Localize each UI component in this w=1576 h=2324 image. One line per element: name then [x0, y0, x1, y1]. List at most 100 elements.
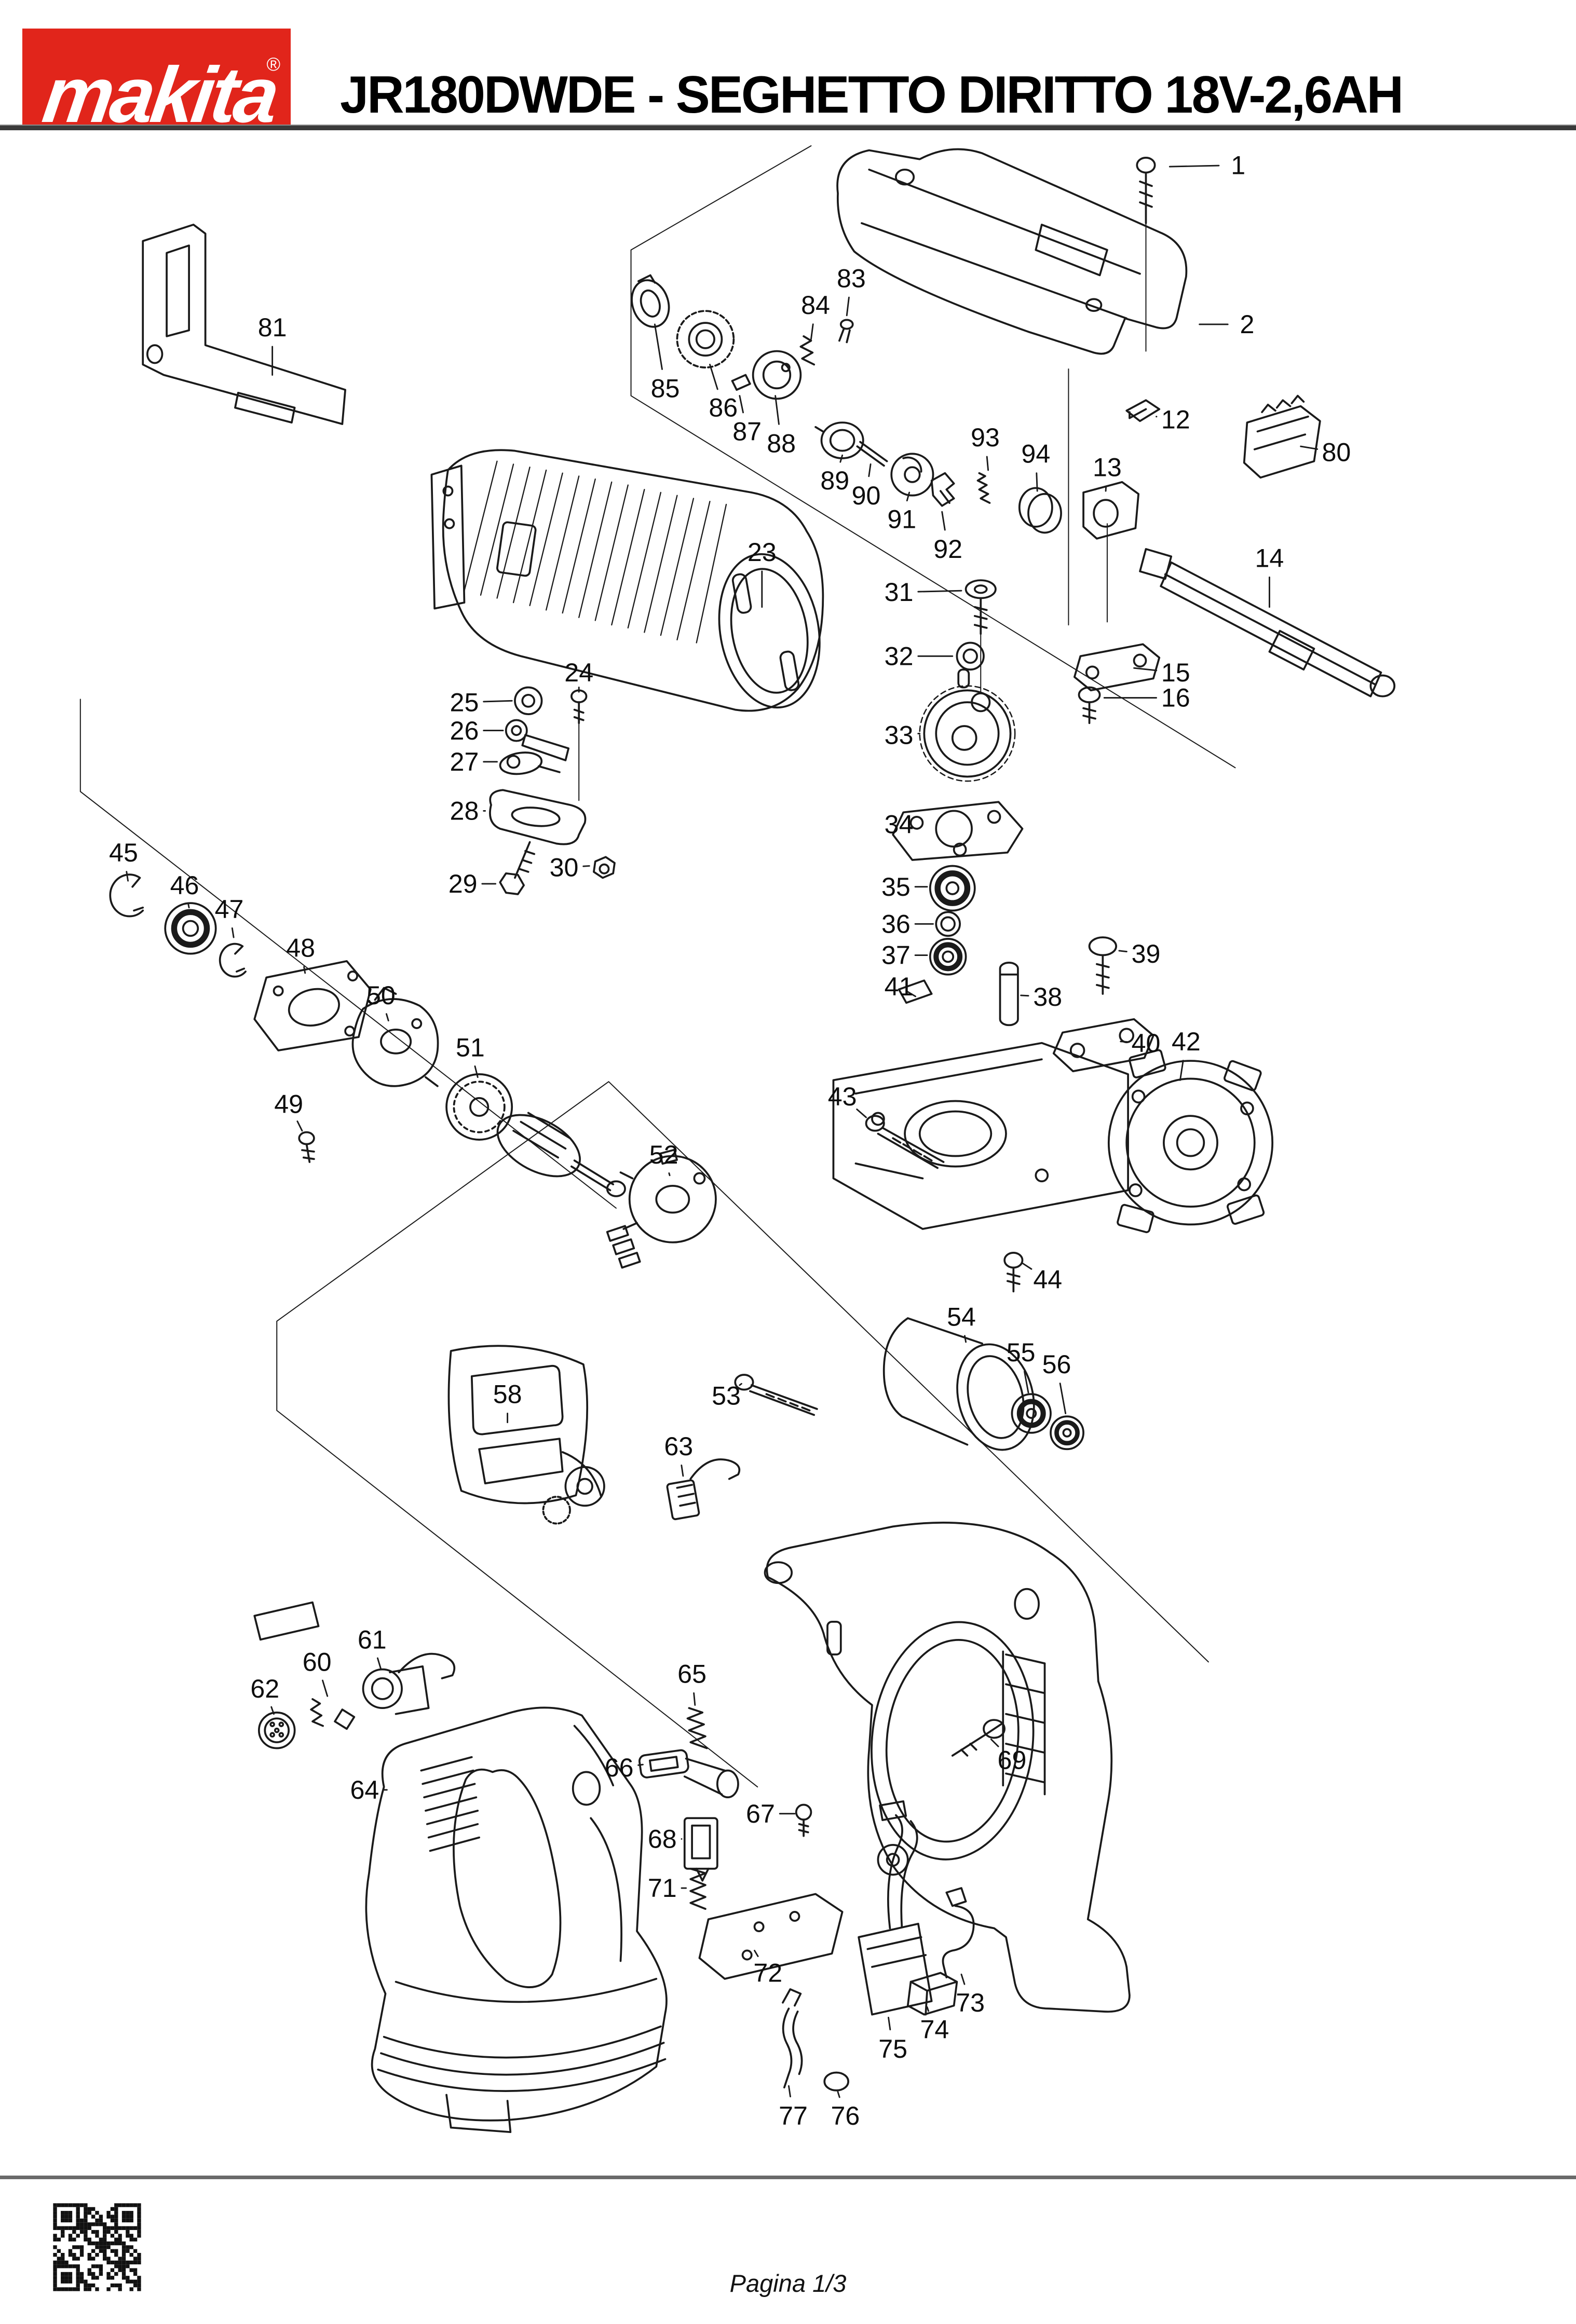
svg-text:71: 71	[648, 1874, 677, 1903]
part-callout-89: 89	[820, 454, 849, 495]
part-callout-41: 41	[885, 972, 916, 1001]
svg-text:67: 67	[746, 1799, 775, 1828]
svg-text:25: 25	[450, 688, 479, 717]
svg-text:38: 38	[1033, 982, 1062, 1011]
part-callout-75: 75	[878, 2016, 907, 2063]
svg-text:44: 44	[1033, 1265, 1062, 1294]
svg-text:51: 51	[456, 1033, 485, 1062]
part-callout-26: 26	[450, 716, 504, 745]
svg-text:54: 54	[947, 1302, 976, 1331]
header-rule	[0, 125, 1576, 130]
svg-text:28: 28	[450, 797, 479, 826]
svg-text:37: 37	[881, 941, 911, 970]
part-callout-51: 51	[456, 1033, 485, 1078]
part-callout-86: 86	[709, 363, 738, 422]
part-callout-12: 12	[1156, 405, 1190, 434]
part-callout-35: 35	[881, 872, 928, 901]
part-callout-91: 91	[887, 491, 916, 534]
page-title: JR180DWDE - SEGHETTO DIRITTO 18V-2,6AH	[340, 66, 1404, 124]
part-callout-52: 52	[649, 1140, 678, 1177]
part-callout-38: 38	[1020, 982, 1062, 1011]
svg-text:74: 74	[920, 2015, 949, 2044]
svg-text:80: 80	[1322, 438, 1351, 467]
part-callout-55: 55	[1007, 1338, 1036, 1393]
part-callout-36: 36	[881, 910, 934, 939]
part-callout-15: 15	[1133, 658, 1190, 687]
svg-text:14: 14	[1255, 543, 1284, 572]
svg-text:40: 40	[1132, 1029, 1161, 1058]
part-callout-81: 81	[258, 313, 287, 376]
svg-text:89: 89	[820, 466, 849, 495]
part-callout-64: 64	[350, 1775, 388, 1804]
svg-text:1: 1	[1231, 151, 1245, 180]
svg-text:63: 63	[664, 1432, 693, 1461]
svg-text:39: 39	[1132, 939, 1161, 968]
part-callout-39: 39	[1118, 939, 1161, 968]
part-callout-16: 16	[1103, 683, 1190, 713]
part-callout-2: 2	[1199, 310, 1254, 339]
svg-text:81: 81	[258, 313, 287, 342]
part-callout-43: 43	[828, 1082, 867, 1118]
svg-text:68: 68	[648, 1825, 677, 1854]
part-callout-66: 66	[605, 1753, 644, 1782]
svg-text:23: 23	[748, 538, 777, 567]
svg-text:73: 73	[956, 1988, 985, 2017]
part-callout-28: 28	[450, 797, 486, 826]
part-sketch-top-cover	[836, 148, 1188, 355]
svg-text:52: 52	[649, 1140, 678, 1169]
svg-text:30: 30	[550, 853, 579, 882]
part-callout-92: 92	[933, 511, 962, 564]
svg-text:76: 76	[831, 2101, 860, 2130]
footer-rule	[0, 2176, 1576, 2179]
svg-text:27: 27	[450, 747, 479, 776]
svg-text:33: 33	[885, 720, 914, 749]
svg-text:61: 61	[358, 1625, 387, 1654]
svg-text:13: 13	[1093, 453, 1122, 482]
svg-text:94: 94	[1021, 440, 1050, 469]
part-callout-33: 33	[885, 720, 921, 749]
svg-text:60: 60	[303, 1647, 332, 1676]
part-callout-31: 31	[885, 578, 962, 607]
svg-text:32: 32	[885, 641, 914, 671]
svg-text:31: 31	[885, 578, 914, 607]
svg-text:87: 87	[732, 417, 762, 446]
part-callout-88: 88	[767, 395, 796, 458]
part-callout-74: 74	[920, 2006, 949, 2044]
svg-text:65: 65	[677, 1659, 707, 1688]
part-callout-87: 87	[732, 395, 762, 446]
svg-text:64: 64	[350, 1775, 379, 1804]
part-sketch-small-parts-60-62	[257, 1652, 456, 1749]
part-callout-62: 62	[250, 1674, 279, 1715]
part-callout-1: 1	[1169, 151, 1245, 180]
registered-trademark-icon: ®	[266, 53, 280, 75]
part-callout-80: 80	[1300, 438, 1351, 467]
svg-text:92: 92	[933, 535, 962, 564]
svg-text:50: 50	[366, 981, 396, 1010]
svg-text:91: 91	[887, 505, 916, 534]
part-sketch-shoe-bracket-81	[142, 224, 346, 425]
part-callout-29: 29	[449, 869, 497, 898]
part-callout-85: 85	[651, 323, 680, 403]
part-sketch-motor-housing-23	[430, 449, 824, 712]
svg-text:58: 58	[493, 1379, 522, 1409]
page-number: Pagina 1/3	[729, 2270, 847, 2297]
part-sketch-motor-block-58-63	[253, 1345, 741, 1641]
svg-text:24: 24	[564, 658, 593, 687]
part-callout-13: 13	[1093, 453, 1122, 492]
svg-text:46: 46	[170, 871, 199, 900]
svg-text:15: 15	[1161, 658, 1190, 687]
svg-text:85: 85	[651, 374, 680, 403]
part-callout-45: 45	[109, 838, 138, 882]
part-sketch-handle-shell-right	[764, 1521, 1131, 2013]
part-callout-46: 46	[170, 871, 199, 909]
part-callout-53: 53	[712, 1381, 742, 1410]
svg-text:62: 62	[250, 1674, 279, 1703]
part-callout-27: 27	[450, 747, 498, 776]
part-callout-44: 44	[1022, 1262, 1062, 1294]
part-callout-14: 14	[1255, 543, 1284, 608]
svg-text:26: 26	[450, 716, 479, 745]
part-callout-42: 42	[1172, 1027, 1201, 1081]
svg-text:36: 36	[881, 910, 911, 939]
part-callout-25: 25	[450, 688, 513, 717]
